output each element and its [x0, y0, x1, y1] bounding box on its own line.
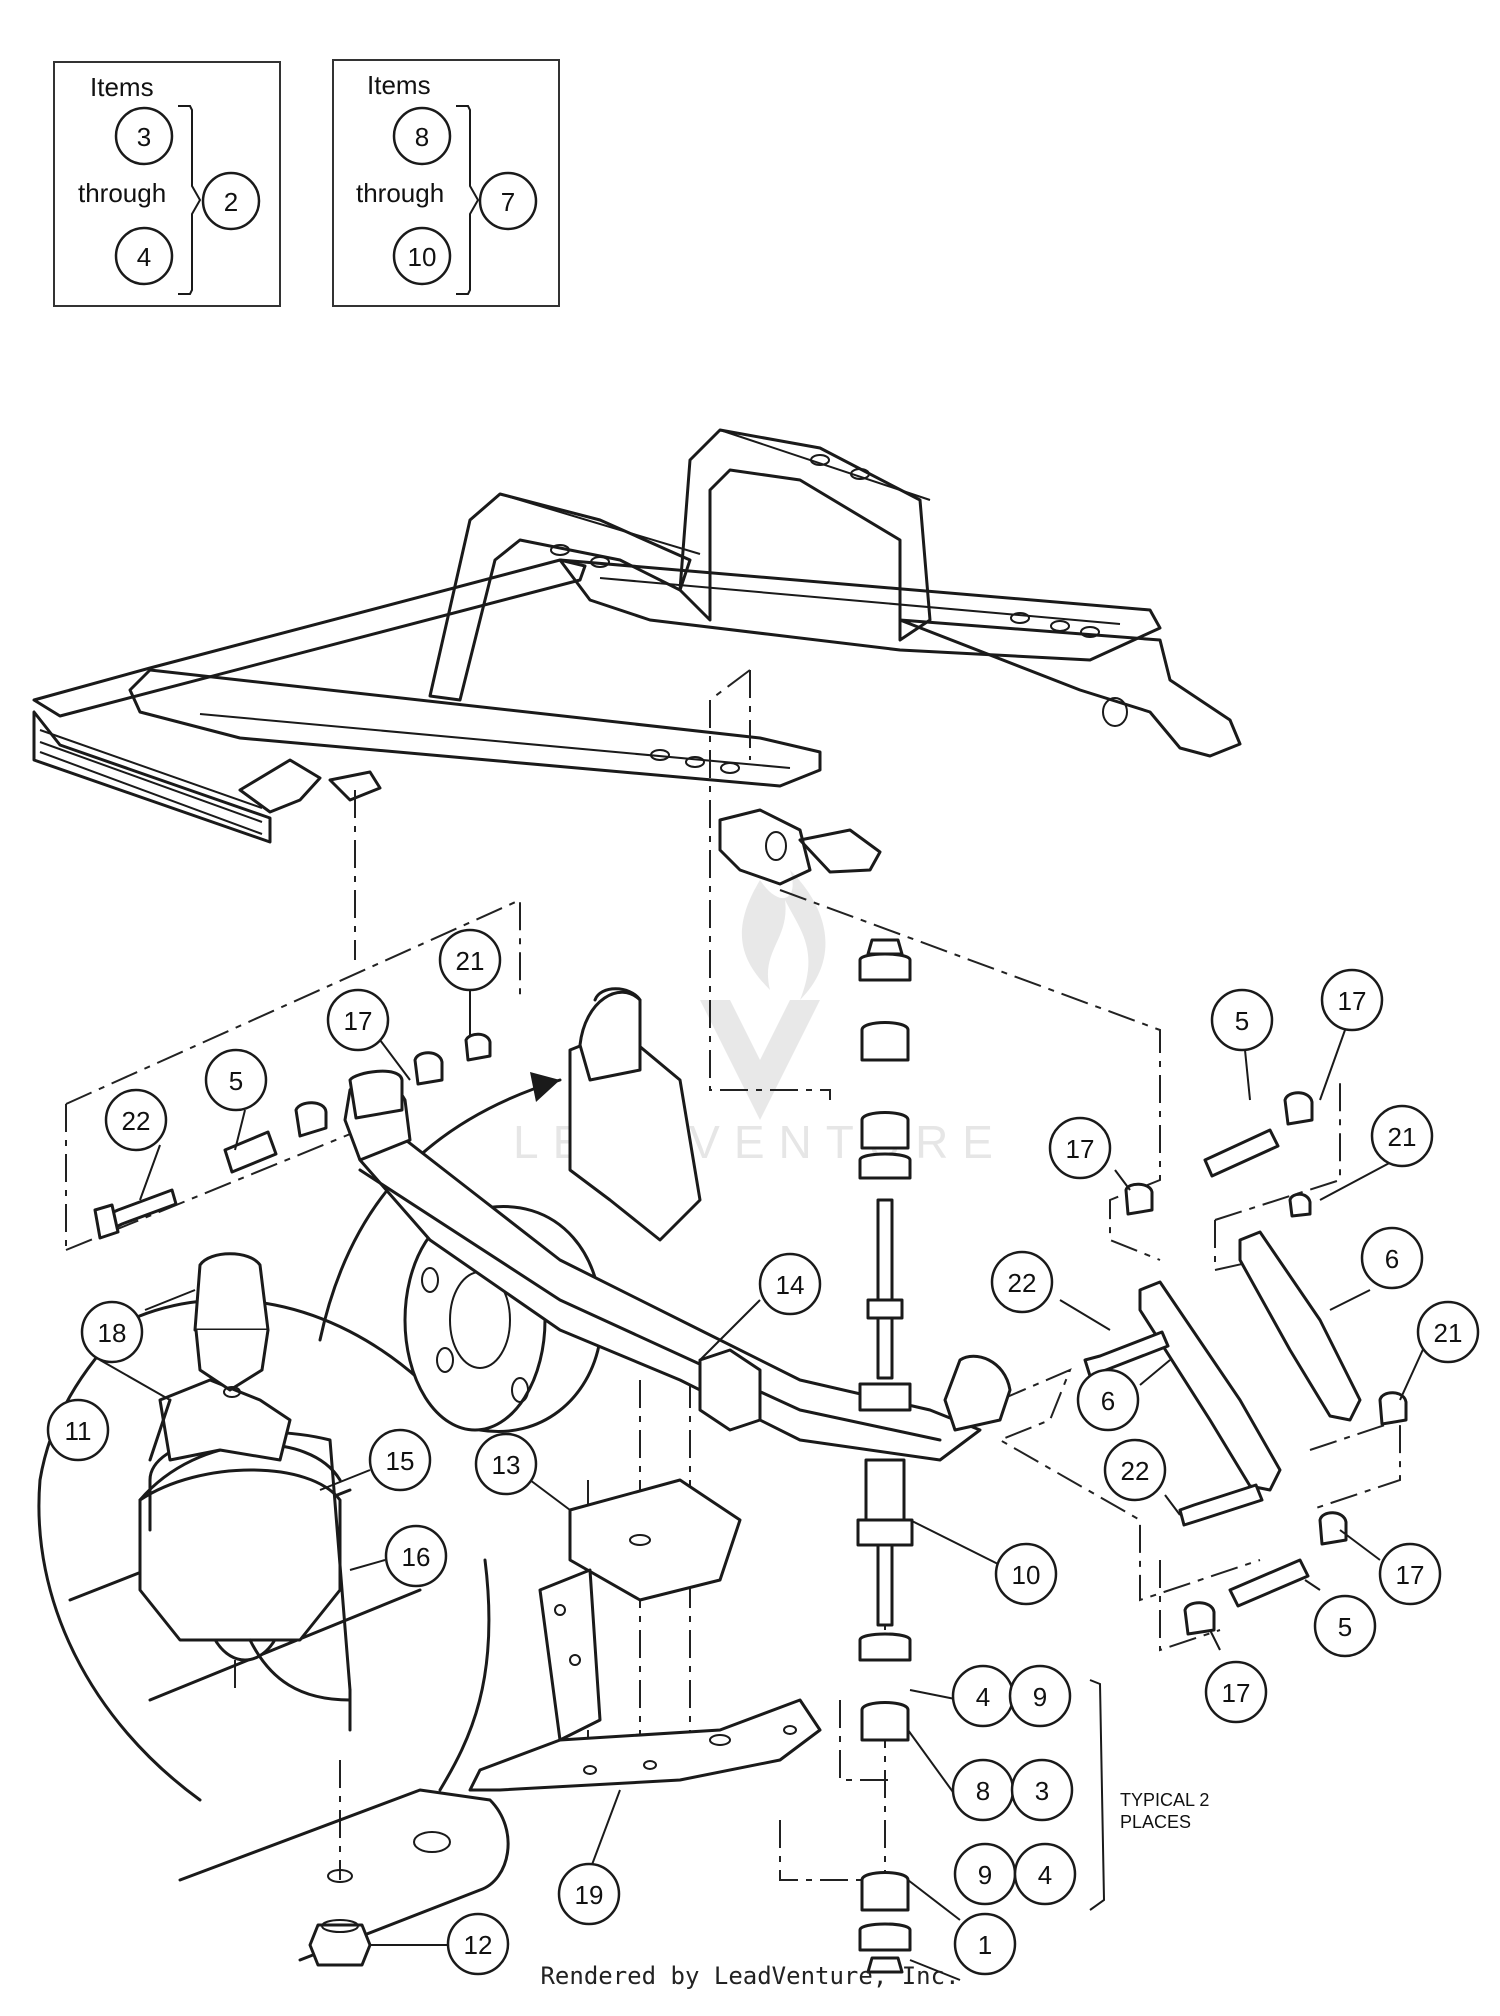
callout-number: 21 [1434, 1318, 1463, 1348]
callout-17: 17 [1378, 1542, 1442, 1606]
callout-17: 17 [326, 988, 390, 1052]
legend-from-number: 8 [415, 122, 429, 152]
callout-number: 12 [464, 1930, 493, 1960]
callout-3: 3 [1010, 1758, 1074, 1822]
callout-number: 14 [776, 1270, 805, 1300]
legend-to-number: 4 [137, 242, 151, 272]
legend-through-label: through [78, 178, 166, 208]
callout-8: 8 [951, 1758, 1015, 1822]
legend-group-number: 2 [224, 187, 238, 217]
callout-number: 9 [978, 1860, 992, 1890]
render-credit-footer: Rendered by LeadVenture, Inc. [540, 1962, 960, 1990]
callout-number: 4 [1038, 1860, 1052, 1890]
callout-number: 21 [1388, 1122, 1417, 1152]
chassis-frame [32, 428, 1242, 886]
callout-number: 11 [65, 1416, 92, 1446]
legend-group-number: 7 [501, 187, 515, 217]
callout-17: 17 [1048, 1116, 1112, 1180]
callout-5: 5 [204, 1048, 268, 1112]
callout-number: 17 [1066, 1134, 1095, 1164]
right-shackle-hardware [1083, 1091, 1408, 1636]
callout-4: 4 [1013, 1842, 1077, 1906]
callout-number: 22 [1121, 1456, 1150, 1486]
callout-number: 22 [1008, 1268, 1037, 1298]
callout-number: 13 [492, 1450, 521, 1480]
legend-to-number: 10 [408, 242, 437, 272]
legend-from-number: 3 [137, 122, 151, 152]
leader-lines [99, 990, 1426, 1981]
callout-11: 11 [46, 1398, 110, 1462]
callout-number: 19 [575, 1880, 604, 1910]
legend-items-label: Items [367, 70, 431, 100]
callout-number: 16 [402, 1542, 431, 1572]
legend-items-label: Items [90, 72, 154, 102]
callout-number: 5 [229, 1066, 243, 1096]
callout-21: 21 [438, 928, 502, 992]
callout-13: 13 [474, 1432, 538, 1496]
callout-18: 18 [80, 1300, 144, 1364]
callout-6: 6 [1360, 1226, 1424, 1290]
note-typical-line2: PLACES [1120, 1812, 1191, 1832]
callout-1: 1 [953, 1912, 1017, 1976]
callout-number: 10 [1012, 1560, 1041, 1590]
callout-number: 1 [978, 1930, 992, 1960]
callout-number: 18 [98, 1318, 127, 1348]
callout-number: 17 [344, 1006, 373, 1036]
callout-5: 5 [1210, 988, 1274, 1052]
callout-14: 14 [758, 1252, 822, 1316]
callout-22: 22 [1103, 1438, 1167, 1502]
callout-22: 22 [990, 1250, 1054, 1314]
callout-4: 4 [951, 1664, 1015, 1728]
callout-22: 22 [104, 1088, 168, 1152]
callout-12: 12 [446, 1912, 510, 1976]
callout-9: 9 [953, 1842, 1017, 1906]
callout-number: 8 [976, 1776, 990, 1806]
callout-21: 21 [1416, 1300, 1480, 1364]
callout-number: 5 [1235, 1006, 1249, 1036]
callout-17: 17 [1320, 968, 1384, 1032]
callout-number: 3 [1035, 1776, 1049, 1806]
callout-number: 22 [122, 1106, 151, 1136]
callout-6: 6 [1076, 1368, 1140, 1432]
callout-number: 15 [386, 1446, 415, 1476]
legend-through-label: through [356, 178, 444, 208]
callout-5: 5 [1313, 1594, 1377, 1658]
callout-9: 9 [1008, 1664, 1072, 1728]
callout-number: 17 [1338, 986, 1367, 1016]
left-shackle-hardware [93, 1032, 492, 1240]
callout-labels: 21 17 5 22 18 11 15 16 13 14 5 17 17 21 … [46, 928, 1480, 1976]
shock-absorber-stack [856, 938, 914, 1974]
callout-17: 17 [1204, 1660, 1268, 1724]
callout-number: 17 [1222, 1678, 1251, 1708]
callout-21: 21 [1370, 1104, 1434, 1168]
callout-10: 10 [994, 1542, 1058, 1606]
note-typical-line1: TYPICAL 2 [1120, 1790, 1209, 1810]
callout-number: 5 [1338, 1612, 1352, 1642]
callout-number: 9 [1033, 1682, 1047, 1712]
callout-number: 17 [1396, 1560, 1425, 1590]
callout-number: 6 [1385, 1244, 1399, 1274]
callout-19: 19 [557, 1862, 621, 1926]
legend-box-items-3-4: Items 3 through 4 2 [53, 61, 281, 307]
assembly-dashed-lines [65, 669, 1401, 1881]
callout-number: 4 [976, 1682, 990, 1712]
callout-number: 6 [1101, 1386, 1115, 1416]
detail-magnifier [37, 1072, 562, 1967]
callout-number: 21 [456, 946, 485, 976]
callout-16: 16 [384, 1524, 448, 1588]
callout-15: 15 [368, 1428, 432, 1492]
legend-box-items-8-10: Items 8 through 10 7 [332, 59, 560, 307]
